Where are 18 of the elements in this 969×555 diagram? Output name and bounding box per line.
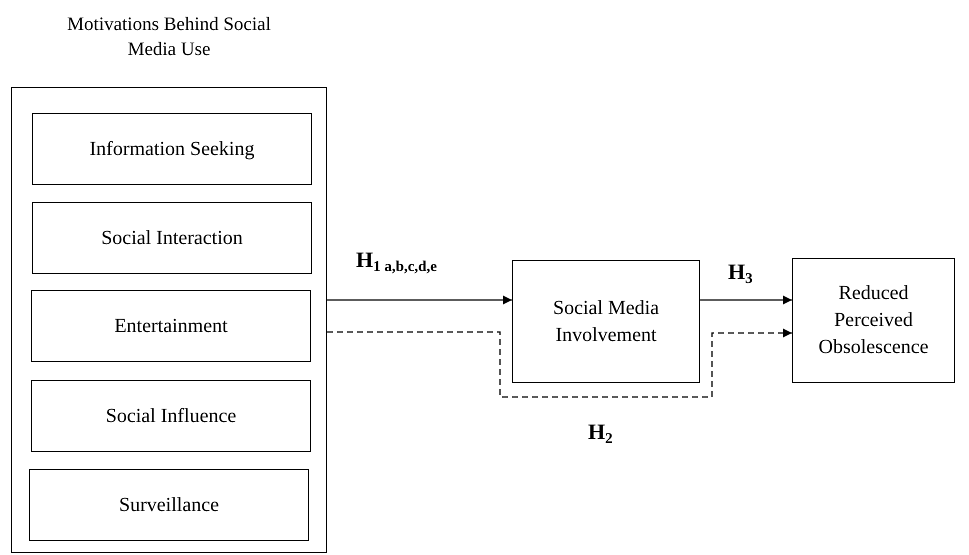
construct-box	[32, 202, 312, 274]
arrow	[327, 296, 512, 304]
construct-box	[29, 469, 309, 541]
arrow	[700, 296, 792, 304]
construct-label: Social Interaction	[101, 226, 243, 250]
construct-box	[32, 113, 312, 185]
dashed-arrow	[327, 328, 792, 398]
construct-label: Information Seeking	[90, 136, 254, 162]
construct-box	[31, 380, 311, 452]
construct-label: Reduced Perceived Obsolescence	[818, 281, 930, 360]
construct-box	[512, 260, 700, 383]
construct-label: Surveillance	[119, 492, 219, 518]
construct-label: Social Media Involvement	[552, 296, 660, 348]
construct-label: Social Influence	[106, 404, 236, 428]
construct-box	[792, 258, 955, 383]
construct-box	[31, 290, 311, 362]
construct-label: Entertainment	[114, 314, 228, 338]
group-heading: Motivations Behind Social Media Use	[66, 13, 272, 62]
